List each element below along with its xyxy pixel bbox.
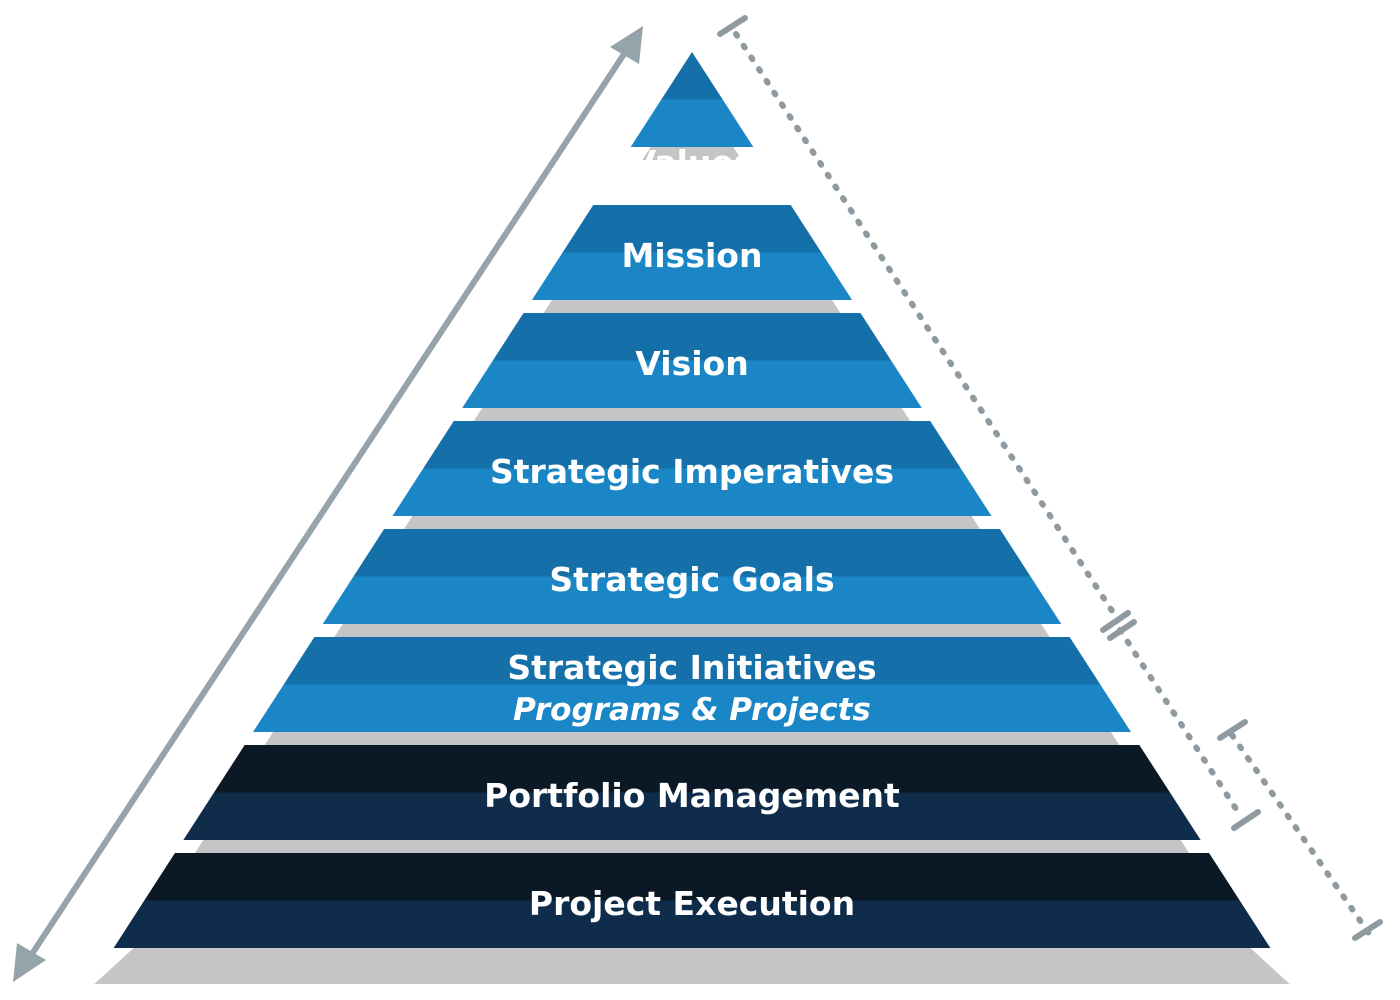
tier-band-bottom <box>253 684 1131 732</box>
arrow-head-bottom-icon <box>13 943 46 982</box>
portfolio-bracket-bottom-tick <box>1231 809 1261 831</box>
pyramid-annotations <box>13 15 1383 982</box>
tier-label: Strategic Initiatives <box>507 648 876 687</box>
portfolio-bracket-dotted-line <box>1117 627 1243 818</box>
tier-band-bottom <box>462 360 922 408</box>
tier-band-top <box>353 529 1031 577</box>
strategy-bracket-top-tick <box>717 15 748 37</box>
tier-label: Project Execution <box>529 884 855 923</box>
tier-band-top <box>214 745 1170 793</box>
strategy-bracket-bottom-tick <box>1100 610 1131 633</box>
tier-band-bottom <box>183 792 1201 840</box>
arrow-head-top-icon <box>610 26 643 64</box>
pyramid-tier-7: Portfolio Management <box>183 745 1201 853</box>
tier-separator <box>94 948 1290 984</box>
tier-band-bottom <box>630 99 754 147</box>
tier-band-bottom <box>113 900 1271 948</box>
tier-label: Values <box>631 143 754 182</box>
execution-bracket-top-tick <box>1217 719 1248 741</box>
portfolio-bracket-top-tick <box>1107 619 1137 641</box>
pyramid-tier-5: Strategic Goals <box>322 529 1062 637</box>
double-arrow-line <box>25 45 631 963</box>
tier-sublabel: Programs & Projects <box>513 692 871 728</box>
tier-label: Mission <box>622 236 763 275</box>
pyramid-tier-4: Strategic Imperatives <box>392 421 992 529</box>
pyramid-tier-3: Vision <box>462 313 922 421</box>
tier-separator <box>473 408 911 421</box>
execution-bracket-dotted-line <box>1229 732 1373 938</box>
tier-label: Portfolio Management <box>484 776 900 815</box>
tier-separator <box>404 516 980 529</box>
tier-band-bottom <box>322 576 1062 624</box>
tier-band-top <box>661 52 723 100</box>
tier-label: Strategic Imperatives <box>490 452 894 491</box>
tier-band-top <box>492 313 892 361</box>
tier-separator <box>543 300 841 313</box>
pyramid-tier-1: Values <box>630 52 754 182</box>
tier-band-top <box>283 637 1101 685</box>
tier-band-top <box>562 205 822 253</box>
strategy-bracket-dotted-line <box>733 31 1121 623</box>
tier-separator <box>264 732 1120 745</box>
tier-band-top <box>144 853 1240 901</box>
tier-band-top <box>423 421 961 469</box>
pyramid-tier-8: Project Execution <box>94 853 1290 984</box>
tier-separator <box>642 147 742 160</box>
pyramid-tier-2: Mission <box>531 205 853 313</box>
tier-band-bottom <box>392 468 992 516</box>
tier-band-bottom <box>531 252 853 300</box>
execution-bracket-bottom-tick <box>1352 919 1383 941</box>
tier-separator <box>194 840 1190 853</box>
tier-label: Vision <box>635 344 748 383</box>
tier-label: Strategic Goals <box>549 560 834 599</box>
tier-separator <box>334 624 1050 637</box>
